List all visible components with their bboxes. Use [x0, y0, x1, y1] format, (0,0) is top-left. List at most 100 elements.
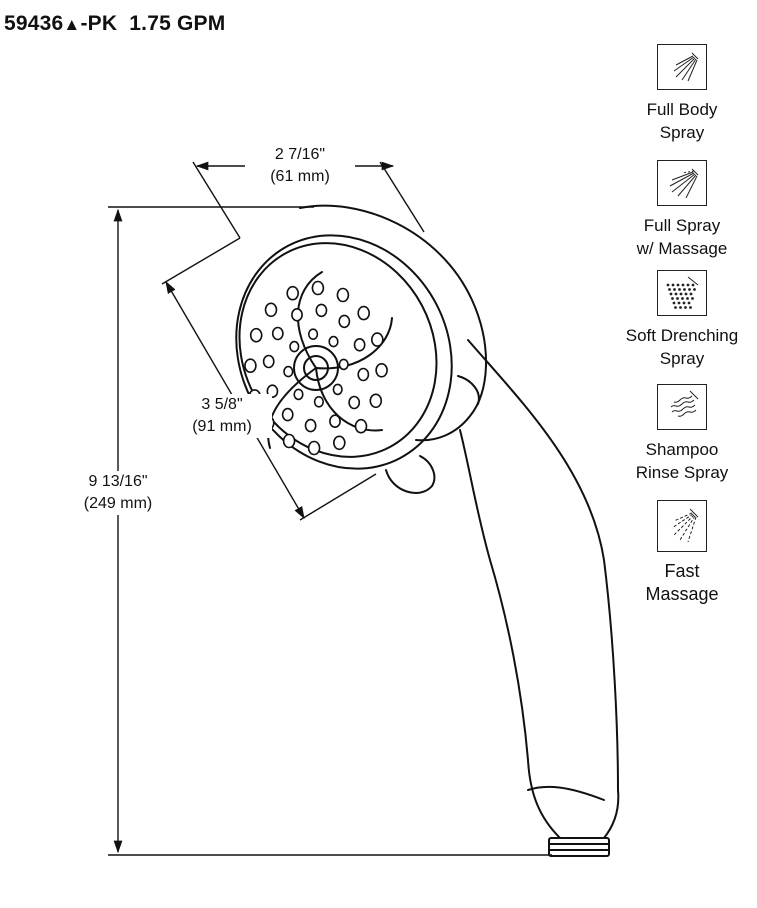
nozzle	[338, 314, 351, 329]
spray-dot	[683, 288, 686, 291]
spray-dot	[672, 301, 676, 305]
spray-dot	[681, 283, 685, 287]
nozzle	[353, 337, 366, 352]
spray-dot	[691, 283, 695, 287]
spray-dot	[668, 288, 671, 291]
depth-extension-right	[379, 161, 425, 233]
nozzle	[293, 388, 304, 401]
soft-drenching-spray-icon	[657, 270, 707, 316]
nozzle	[311, 280, 325, 296]
model-suffix: -PK	[80, 12, 118, 35]
nozzle	[282, 433, 296, 449]
mode-label-line2: Spray	[659, 123, 705, 142]
spray-dot	[673, 288, 676, 291]
nozzle	[332, 435, 346, 451]
spray-dot	[674, 292, 678, 296]
spray-dot	[676, 283, 680, 287]
face-diameter-mm: (91 mm)	[192, 418, 252, 435]
face-diameter-label: 3 5/8" (91 mm)	[172, 394, 272, 438]
full-spray-massage-icon	[657, 160, 707, 206]
nozzle	[348, 395, 361, 410]
spray-dot	[681, 297, 684, 300]
nozzle	[354, 418, 368, 434]
mode-label-line1: Fast	[664, 561, 700, 581]
spray-dot	[686, 297, 689, 300]
spray-dot	[674, 306, 677, 309]
mode-label-line2: Spray	[659, 349, 705, 368]
nozzle	[357, 367, 370, 382]
nozzle	[264, 302, 278, 318]
nozzle	[375, 362, 388, 378]
face-depth-inches: 2 7/16"	[274, 146, 326, 163]
depth-extension-left	[192, 161, 241, 239]
selector-tab	[385, 455, 436, 494]
fast-massage-icon	[657, 500, 707, 552]
face-depth-mm: (61 mm)	[270, 168, 330, 185]
handle-tip-detail	[527, 785, 605, 801]
spray-mode-fast-massage: Fast Massage	[612, 500, 752, 606]
mode-label-line1: Shampoo	[645, 440, 719, 459]
nozzle	[286, 285, 300, 301]
spray-dot	[679, 306, 682, 309]
nozzle	[332, 383, 343, 396]
spray-dot	[686, 283, 690, 287]
mode-label-line2: Massage	[645, 584, 719, 604]
spray-dot	[679, 292, 683, 296]
nozzle	[289, 340, 300, 353]
nozzle	[262, 354, 275, 369]
nozzle	[328, 335, 339, 348]
spray-dot	[684, 306, 687, 309]
spray-dot	[689, 292, 693, 296]
spray-dot	[682, 301, 686, 305]
mode-label-line2: w/ Massage	[636, 239, 728, 258]
nozzle	[308, 328, 319, 341]
nozzle	[281, 407, 294, 422]
nozzle	[329, 414, 341, 429]
mode-label-line2: Rinse Spray	[635, 463, 729, 482]
nozzle	[271, 326, 284, 341]
head-rear-body	[299, 204, 487, 442]
nozzle	[304, 418, 317, 433]
face-depth-label: 2 7/16" (61 mm)	[245, 144, 355, 188]
nozzle	[338, 358, 349, 371]
nozzle	[283, 365, 294, 378]
spray-dot	[671, 297, 674, 300]
model-number: 59436	[4, 12, 64, 35]
flow-rate: 1.75 GPM	[129, 12, 226, 35]
nozzle	[370, 332, 384, 347]
nozzle	[369, 393, 383, 409]
spray-mode-full-spray-massage: Full Spray w/ Massage	[612, 160, 752, 260]
mode-label-line1: Soft Drenching	[625, 326, 739, 345]
spray-dot	[671, 283, 675, 287]
spray-mode-soft-drenching: Soft Drenching Spray	[612, 270, 752, 370]
hose-connector	[548, 837, 610, 857]
nozzle	[313, 395, 325, 408]
spray-dot	[693, 288, 696, 291]
spray-dot	[676, 297, 679, 300]
mode-label-line1: Full Spray	[643, 216, 721, 235]
spray-dot	[669, 292, 673, 296]
nozzle	[307, 440, 321, 456]
overall-length-inches: 9 13/16"	[88, 473, 148, 490]
spray-dot	[677, 301, 681, 305]
product-title: 59436▲-PK 1.75 GPM	[4, 12, 225, 36]
spray-dot	[688, 288, 691, 291]
diameter-extension-top	[161, 237, 241, 285]
overall-length-label: 9 13/16" (249 mm)	[66, 471, 170, 515]
marker-triangle: ▲	[63, 15, 81, 34]
face-diameter-inches: 3 5/8"	[201, 396, 243, 413]
spray-dot	[678, 288, 681, 291]
spray-dot	[689, 306, 692, 309]
handle-outline	[459, 339, 620, 839]
nozzle	[291, 307, 303, 322]
overall-length-mm: (249 mm)	[83, 495, 153, 512]
nozzle	[249, 327, 263, 343]
spray-dot	[666, 283, 670, 287]
mode-label-line1: Full Body	[646, 100, 718, 119]
shampoo-rinse-spray-icon	[657, 384, 707, 430]
spray-dot	[684, 292, 688, 296]
spray-dot	[687, 301, 691, 305]
nozzle	[357, 305, 371, 321]
spray-mode-shampoo-rinse: Shampoo Rinse Spray	[612, 384, 752, 484]
diameter-extension-bottom	[299, 473, 377, 521]
